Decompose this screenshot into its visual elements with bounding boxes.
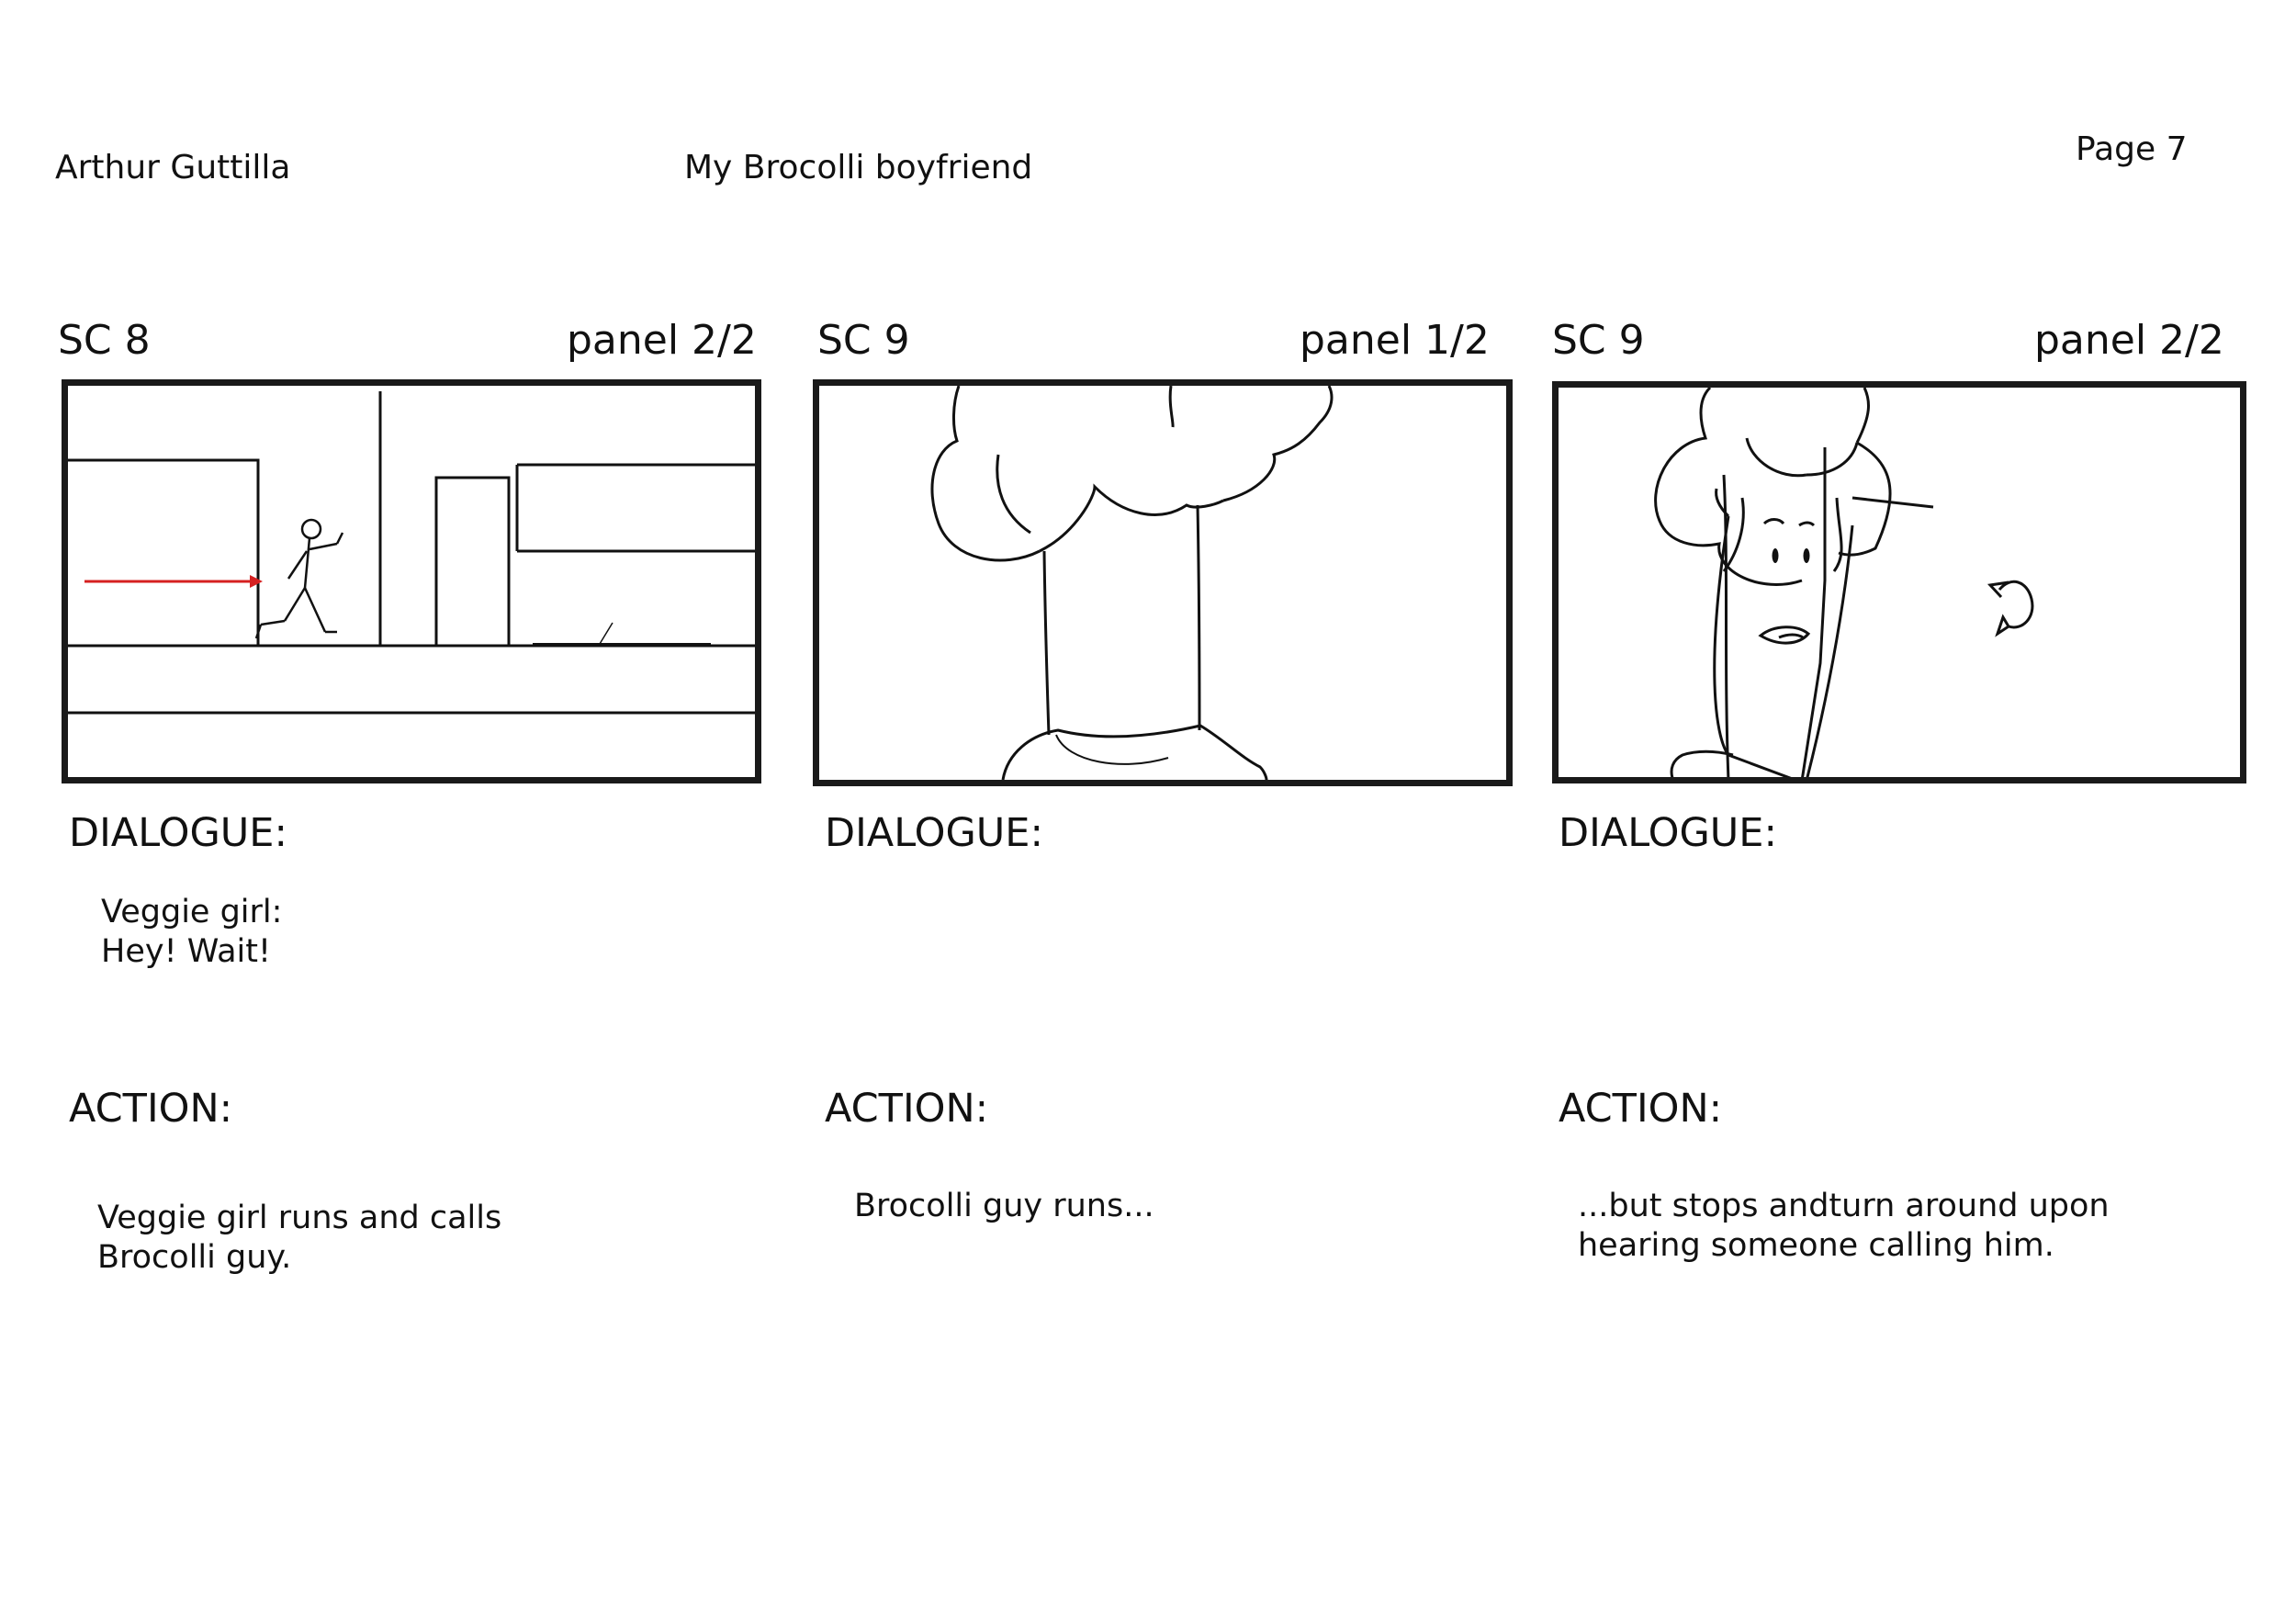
panel-1-action-label: ACTION: bbox=[69, 1086, 233, 1132]
panel-1-dialogue-line-1: Veggie girl: bbox=[101, 894, 283, 930]
panel-3-action-line-1: ...but stops andturn around upon bbox=[1578, 1188, 2110, 1224]
panel-2-frame bbox=[813, 379, 1513, 786]
running-girl-icon bbox=[254, 518, 344, 639]
panel-1-dialogue-label: DIALOGUE: bbox=[69, 810, 287, 856]
panel-1-number: panel 2/2 bbox=[567, 317, 757, 364]
panel-2-dialogue-label: DIALOGUE: bbox=[825, 810, 1043, 856]
author-name: Arthur Guttilla bbox=[55, 149, 291, 186]
panel-1-sketch bbox=[68, 391, 755, 715]
project-title: My Brocolli boyfriend bbox=[684, 149, 1033, 186]
panel-1-dialogue-line-2: Hey! Wait! bbox=[101, 933, 272, 970]
panel-1-action-line-2: Brocolli guy. bbox=[97, 1239, 292, 1276]
motion-arrow-icon bbox=[84, 575, 263, 588]
page-number: Page 7 bbox=[2076, 130, 2188, 168]
panel-3-frame bbox=[1552, 381, 2246, 783]
panel-1-action-line-1: Veggie girl runs and calls bbox=[97, 1200, 502, 1236]
broccoli-top-icon bbox=[930, 386, 1334, 736]
panel-1-scene: SC 8 bbox=[58, 317, 151, 364]
panel-1-frame bbox=[62, 379, 761, 783]
panel-3-action-label: ACTION: bbox=[1559, 1086, 1723, 1132]
panel-3-dialogue-label: DIALOGUE: bbox=[1559, 810, 1777, 856]
broccoli-character-icon bbox=[1654, 388, 1934, 777]
turn-around-arrow-icon bbox=[1986, 580, 2034, 637]
panel-2-action-line-1: Brocolli guy runs... bbox=[854, 1188, 1154, 1224]
panel-2-sketch bbox=[930, 386, 1334, 780]
panel-2-action-label: ACTION: bbox=[825, 1086, 989, 1132]
panel-3-sketch bbox=[1654, 388, 2034, 777]
panel-2-number: panel 1/2 bbox=[1300, 317, 1490, 364]
character-face-icon bbox=[1772, 548, 1810, 563]
panel-3-scene: SC 9 bbox=[1552, 317, 1645, 364]
panel-3-action-line-2: hearing someone calling him. bbox=[1578, 1227, 2054, 1264]
panel-3-number: panel 2/2 bbox=[2034, 317, 2224, 364]
panel-2-scene: SC 9 bbox=[817, 317, 910, 364]
